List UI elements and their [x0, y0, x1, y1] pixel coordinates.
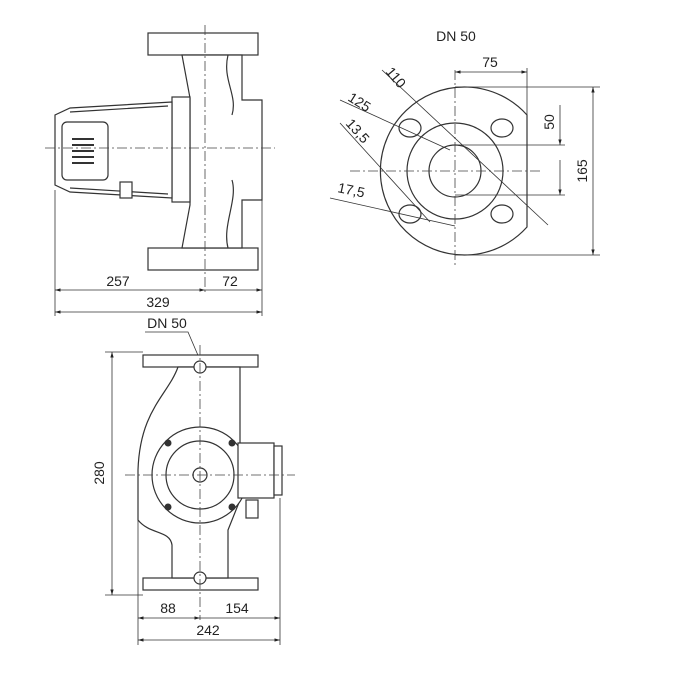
dim-242: 242	[196, 622, 220, 638]
bolt-holes	[398, 118, 514, 224]
dim-72: 72	[222, 273, 238, 289]
flange-title: DN 50	[436, 28, 476, 44]
motor-flange	[171, 96, 191, 203]
dim-257: 257	[106, 273, 130, 289]
dim-154: 154	[225, 600, 249, 616]
motor-screws	[164, 439, 236, 511]
dim-88: 88	[160, 600, 176, 616]
front-view: DN 50 280 88 154 242	[91, 315, 295, 645]
side-view: 257 72 329	[45, 25, 275, 316]
bottom-flange	[147, 247, 259, 271]
dim-75: 75	[482, 54, 498, 70]
pump-housing	[181, 54, 263, 249]
terminal-box	[237, 442, 275, 499]
terminal-box-cover	[273, 445, 283, 496]
nominal-size-label: DN 50	[147, 315, 187, 331]
dim-13-5: 13,5	[343, 115, 373, 146]
dim-329: 329	[146, 294, 170, 310]
dim-50: 50	[541, 114, 557, 130]
dim-280: 280	[91, 461, 107, 485]
cable-gland	[245, 499, 259, 519]
dim-165: 165	[574, 159, 590, 183]
dim-17-5: 17,5	[336, 179, 366, 200]
top-flange	[147, 32, 259, 56]
flange-view: DN 50 75 50 165 110 125 13,5 17,5	[329, 28, 600, 265]
dim-125: 125	[345, 89, 373, 115]
display-vents-icon	[72, 138, 94, 164]
cable-gland	[119, 181, 133, 199]
dim-110: 110	[383, 64, 410, 92]
